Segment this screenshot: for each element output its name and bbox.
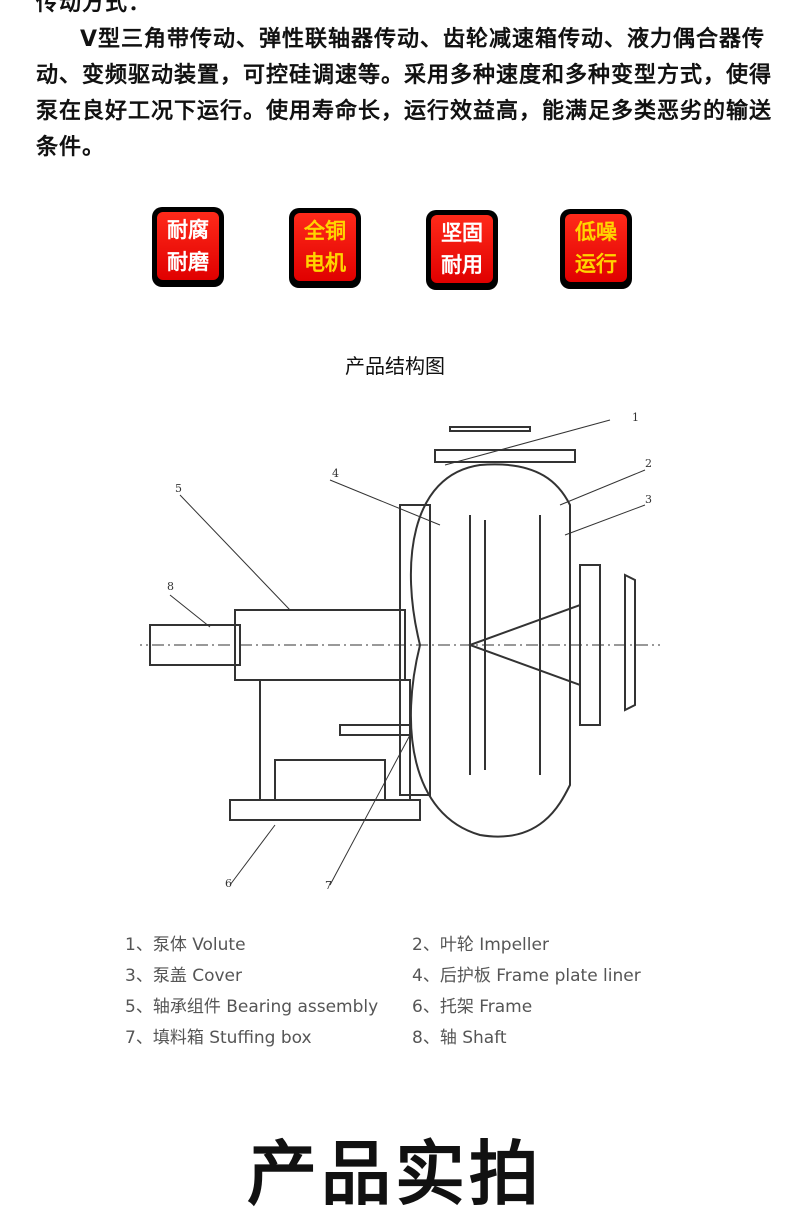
legend-item: 7、填料箱 Stuffing box	[125, 1028, 312, 1048]
figure-title: 产品结构图	[345, 354, 445, 378]
intro-text: V型三角带传动、弹性联轴器传动、齿轮减速箱传动、液力偶合器传动、变频驱动装置，可…	[36, 27, 773, 160]
badge-line: 耐腐	[167, 218, 209, 242]
intro-heading: 传动方式：	[36, 0, 152, 16]
legend-item: 8、轴 Shaft	[412, 1028, 507, 1048]
intro-paragraph: 传动方式： V型三角带传动、弹性联轴器传动、齿轮减速箱传动、液力偶合器传动、变频…	[36, 0, 781, 166]
badge-corrosion: 耐腐耐磨	[152, 207, 224, 287]
badge-line: 坚固	[441, 221, 483, 245]
badge-line: 全铜	[304, 219, 346, 243]
legend-item: 6、托架 Frame	[412, 997, 533, 1017]
badge-line: 耐磨	[167, 250, 209, 274]
callout-label: 3	[645, 493, 652, 506]
badge-line: 低噪	[575, 220, 617, 244]
legend-item: 3、泵盖 Cover	[125, 966, 242, 986]
callout-label: 1	[632, 411, 639, 424]
legend-item: 5、轴承组件 Bearing assembly	[125, 997, 379, 1017]
callout-label: 5	[175, 482, 182, 495]
volute	[409, 463, 571, 838]
callout-label: 6	[225, 877, 232, 890]
legend-item: 2、叶轮 Impeller	[412, 935, 549, 955]
badge-copper-motor: 全铜电机	[289, 208, 361, 288]
badge-line: 耐用	[441, 253, 483, 277]
section-title: 产品实拍	[247, 1132, 543, 1215]
legend-item: 1、泵体 Volute	[125, 935, 246, 955]
callout-label: 8	[167, 580, 174, 593]
legend-item: 4、后护板 Frame plate liner	[412, 966, 641, 986]
badge-durable: 坚固耐用	[426, 210, 498, 290]
badge-line: 电机	[304, 251, 346, 275]
shaft	[149, 624, 241, 666]
callout-label: 4	[332, 467, 339, 480]
pump-structure-diagram: 1 2 3 4 5 6 7 8	[140, 411, 660, 892]
badge-low-noise: 低噪运行	[560, 209, 632, 289]
callout-label: 2	[645, 457, 652, 470]
callout-label: 7	[325, 879, 332, 892]
outlet-flange	[434, 449, 576, 463]
badge-line: 运行	[575, 252, 617, 276]
